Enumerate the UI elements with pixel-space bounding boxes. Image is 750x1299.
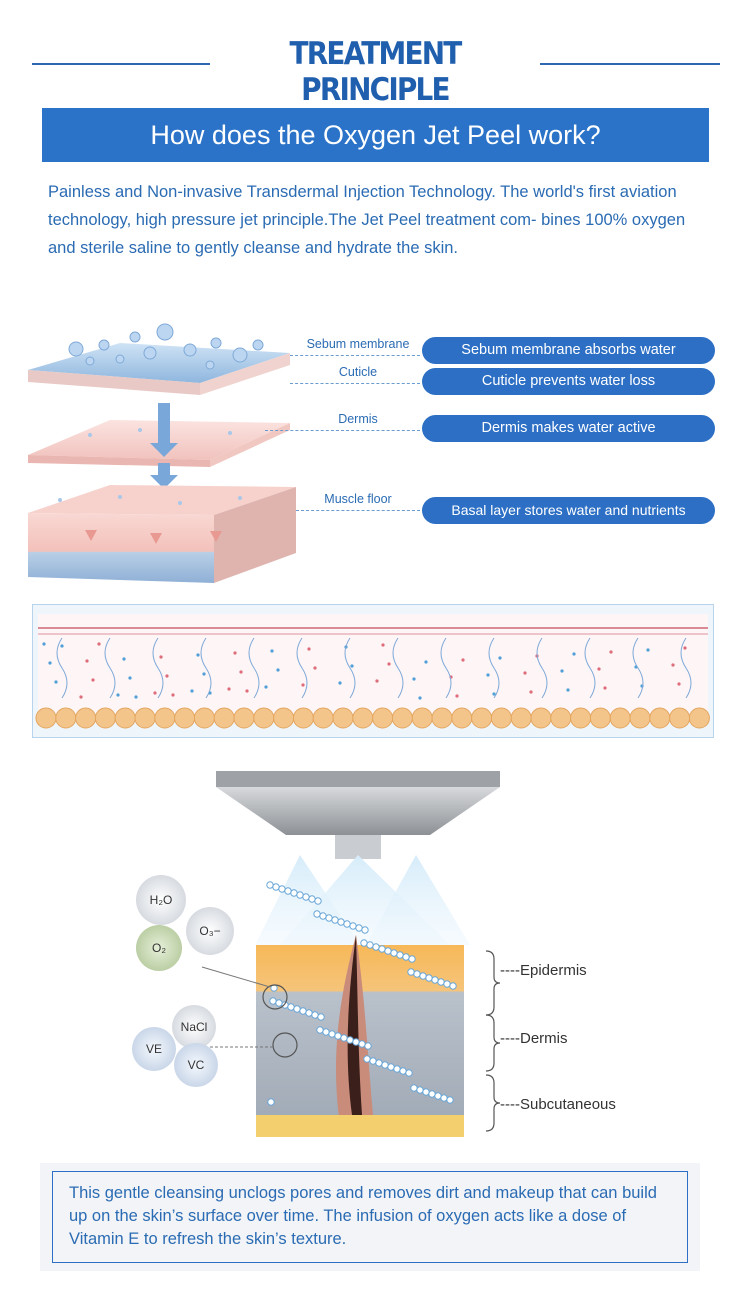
question-banner: How does the Oxygen Jet Peel work?: [42, 108, 709, 162]
molecule-vc: VC: [174, 1043, 218, 1087]
skin-layers-diagram: Sebum membrane Sebum membrane absorbs wa…: [0, 315, 750, 600]
skin-layers-illustration: [28, 323, 296, 583]
layer-label-muscle: Muscle floor: [324, 492, 392, 506]
leader-line: [296, 510, 420, 511]
summary-box: This gentle cleansing unclogs pores and …: [40, 1163, 700, 1271]
jet-illustration: [190, 771, 501, 1137]
summary-text: This gentle cleansing unclogs pores and …: [69, 1184, 657, 1248]
oxygen-jet-diagram: H₂O O₃− O₂ NaCl VE VC ----Epidermis ----…: [130, 765, 650, 1150]
intro-paragraph: Painless and Non-invasive Transdermal In…: [48, 183, 686, 257]
leader-line: [265, 430, 420, 431]
molecule-o3: O₃−: [186, 907, 234, 955]
header-rule-left: [32, 63, 210, 65]
skin-label-epidermis: ----Epidermis: [500, 962, 587, 979]
molecule-nacl: NaCl: [172, 1005, 216, 1049]
layer-label-cuticle: Cuticle: [338, 365, 378, 379]
pill-dermis: Dermis makes water active: [422, 415, 715, 442]
section-header: TREATMENT PRINCIPLE: [0, 36, 750, 108]
molecule-h2o: H₂O: [136, 875, 186, 925]
skin-label-dermis: ----Dermis: [500, 1030, 568, 1047]
molecule-o2: O₂: [136, 925, 182, 971]
pill-basal: Basal layer stores water and nutrients: [422, 497, 715, 524]
leader-line: [290, 383, 420, 384]
skin-cross-section-band: [31, 603, 715, 739]
page-title: TREATMENT PRINCIPLE: [289, 36, 462, 108]
header-rule-right: [540, 63, 720, 65]
layer-label-dermis: Dermis: [338, 412, 378, 426]
skin-label-subcutaneous: ----Subcutaneous: [500, 1096, 616, 1113]
pill-sebum: Sebum membrane absorbs water: [422, 337, 715, 364]
summary-border: This gentle cleansing unclogs pores and …: [52, 1171, 688, 1263]
leader-line: [290, 355, 420, 356]
pill-cuticle: Cuticle prevents water loss: [422, 368, 715, 395]
skin-band-illustration: [31, 603, 715, 739]
layer-label-sebum: Sebum membrane: [306, 337, 410, 351]
molecule-ve: VE: [132, 1027, 176, 1071]
